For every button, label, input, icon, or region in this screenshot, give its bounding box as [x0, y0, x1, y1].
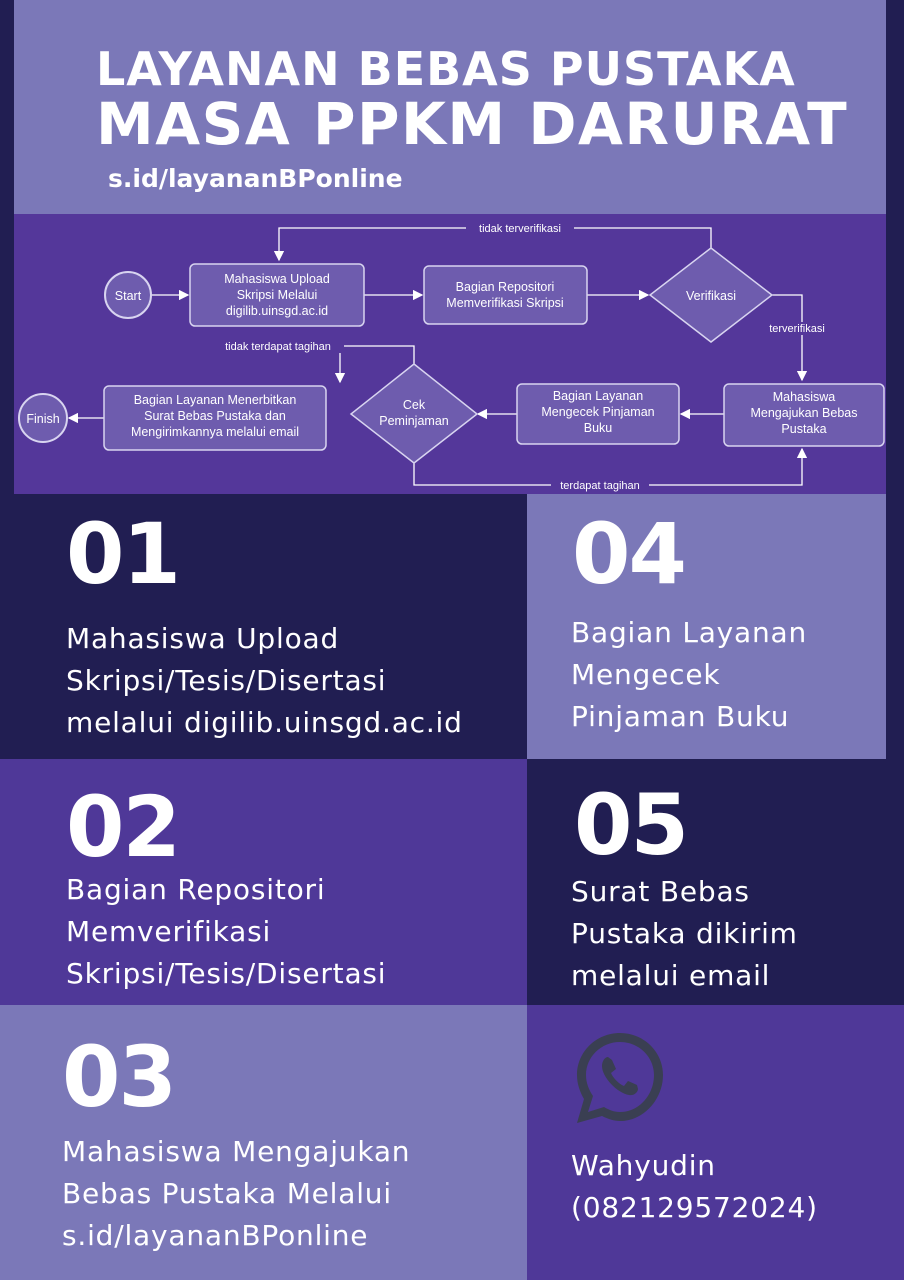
step-tile-04: 04 Bagian Layanan Mengecek Pinjaman Buku [527, 494, 886, 759]
step-line: Memverifikasi [66, 915, 272, 948]
step-number: 04 [572, 505, 687, 603]
edge-label-verified: terverifikasi [769, 323, 825, 335]
step-line: s.id/layananBPonline [62, 1219, 369, 1252]
start-node [104, 271, 152, 319]
step-upload-line2: Skripsi Melalui [237, 288, 318, 302]
step-apply-line2: Mengajukan Bebas [750, 406, 857, 420]
step-line: Bebas Pustaka Melalui [62, 1177, 392, 1210]
step-line: melalui digilib.uinsgd.ac.id [66, 706, 463, 739]
step-check-loan-line3: Buku [584, 421, 613, 435]
step-line: Bagian Layanan [571, 616, 808, 649]
decision-loan-line2: Peminjaman [379, 414, 449, 428]
step-number: 03 [62, 1028, 177, 1126]
step-line: Mahasiswa Upload [66, 622, 340, 655]
step-check-loan-line2: Mengecek Pinjaman [541, 405, 654, 419]
step-check-loan-box [516, 383, 680, 445]
step-line: melalui email [571, 959, 771, 992]
step-upload-box [189, 263, 365, 327]
step-line: Mahasiswa Mengajukan [62, 1135, 411, 1168]
step-line: Skripsi/Tesis/Disertasi [66, 957, 387, 990]
edge-label-not-verified: tidak terverifikasi [479, 223, 561, 235]
finish-node [18, 393, 68, 443]
step-line: Bagian Repositori [66, 873, 326, 906]
step-description: Mahasiswa Mengajukan Bebas Pustaka Melal… [62, 1131, 410, 1257]
step-tile-01: 01 Mahasiswa Upload Skripsi/Tesis/Disert… [0, 494, 527, 759]
decision-verify [648, 247, 774, 343]
flow-edge-verified [772, 294, 808, 382]
service-url: s.id/layananBPonline [108, 164, 403, 193]
start-label: Start [115, 289, 142, 303]
step-line: Pustaka dikirim [571, 917, 798, 950]
step-repo-line1: Bagian Repositori [456, 280, 555, 294]
flowchart-svg: Start Mahasiswa Upload Skripsi Melalui d… [18, 222, 885, 492]
step-line: Surat Bebas [571, 875, 750, 908]
step-apply-line1: Mahasiswa [773, 390, 836, 404]
step-line: Mengecek [571, 658, 721, 691]
step-description: Surat Bebas Pustaka dikirim melalui emai… [571, 871, 798, 997]
decision-verify-label: Verifikasi [686, 289, 736, 303]
finish-label: Finish [26, 412, 59, 426]
header-banner [14, 0, 886, 214]
step-issue-line1: Bagian Layanan Menerbitkan [134, 393, 297, 407]
step-number: 02 [66, 778, 181, 876]
edge-label-no-bill: tidak terdapat tagihan [225, 341, 331, 353]
step-number: 01 [66, 505, 181, 603]
step-tile-02: 02 Bagian Repositori Memverifikasi Skrip… [0, 759, 527, 1005]
step-description: Mahasiswa Upload Skripsi/Tesis/Disertasi… [66, 618, 463, 744]
step-issue-line2: Surat Bebas Pustaka dan [144, 409, 286, 423]
step-repo-line2: Memverifikasi Skripsi [446, 296, 563, 310]
decision-loan [349, 363, 479, 464]
step-apply-box [723, 383, 885, 447]
step-issue-box [103, 385, 327, 451]
contact-info: Wahyudin (082129572024) [571, 1145, 818, 1229]
step-line: Skripsi/Tesis/Disertasi [66, 664, 387, 697]
step-tile-03: 03 Mahasiswa Mengajukan Bebas Pustaka Me… [0, 1005, 527, 1280]
step-repo-box [423, 265, 588, 325]
flow-edge-no-bill [334, 345, 415, 384]
step-check-loan-line1: Bagian Layanan [553, 389, 643, 403]
step-issue-line3: Mengirimkannya melalui email [131, 425, 299, 439]
contact-phone[interactable]: (082129572024) [571, 1191, 818, 1224]
page-title-line2: MASA PPKM DARURAT [96, 90, 849, 158]
edge-label-bill: terdapat tagihan [560, 480, 640, 492]
decision-loan-line1: Cek [403, 398, 426, 412]
contact-tile: Wahyudin (082129572024) [527, 1005, 904, 1280]
step-upload-line1: Mahasiswa Upload [224, 272, 330, 286]
step-line: Pinjaman Buku [571, 700, 790, 733]
whatsapp-icon[interactable] [571, 1027, 669, 1127]
step-number: 05 [574, 776, 689, 874]
step-upload-line3: digilib.uinsgd.ac.id [226, 304, 328, 318]
step-description: Bagian Layanan Mengecek Pinjaman Buku [571, 612, 807, 738]
flowchart: Start Mahasiswa Upload Skripsi Melalui d… [14, 214, 886, 494]
contact-name: Wahyudin [571, 1149, 716, 1182]
page-title-line1: LAYANAN BEBAS PUSTAKA [96, 42, 796, 96]
step-tile-05: 05 Surat Bebas Pustaka dikirim melalui e… [527, 759, 886, 1005]
step-description: Bagian Repositori Memverifikasi Skripsi/… [66, 869, 386, 995]
step-apply-line3: Pustaka [781, 422, 826, 436]
